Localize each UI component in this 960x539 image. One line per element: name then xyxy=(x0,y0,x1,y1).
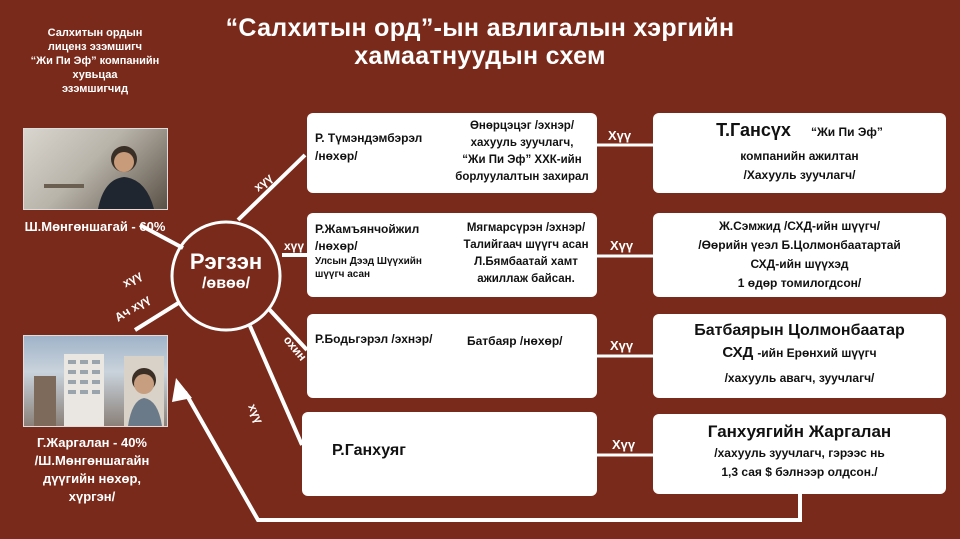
right-line: /Хахууль зуучлагч/ xyxy=(653,166,946,185)
center-name: Рэгзэн xyxy=(172,250,280,274)
intro-note-line: эзэмшигчид xyxy=(20,82,170,96)
row2-right-box: Ж.Сэмжид /СХД-ийн шүүгч/ /Өөрийн үеэл Б.… xyxy=(653,213,946,297)
spouse-line: хахууль зуучлагч, xyxy=(452,135,592,152)
spouse-line: Өнөрцэцэг /эхнэр/ xyxy=(452,118,592,135)
row4-family-box: Р.Ганхуяг xyxy=(302,412,597,496)
link-label-row3-right: Хүү xyxy=(610,338,634,353)
building-icon xyxy=(24,336,167,426)
link-label-sh2: Ач хүү xyxy=(112,292,153,325)
intro-note-line: Салхитын ордын xyxy=(20,26,170,40)
shareholder2-label: Г.Жаргалан - 40% /Ш.Мөнгөншагайн дүүгийн… xyxy=(12,434,172,506)
right-line: Т.Гансүх xyxy=(716,120,791,140)
row4-left-person: Р.Ганхуяг xyxy=(332,442,406,460)
person-line: /нөхөр/ xyxy=(315,147,422,165)
person-line: Р.Жамъянчойжил xyxy=(315,221,422,238)
spouse-line: Мягмарсүрэн /эхнэр/ xyxy=(457,220,595,237)
row4-right-box: Ганхуягийн Жаргалан /хахууль зуучлагч, г… xyxy=(653,414,946,494)
spouse-line: Л.Бямбаатай хамт xyxy=(457,254,595,271)
right-line-group: СХД -ийн Ерөнхий шүүгч xyxy=(653,342,946,368)
link-label-row1: хүү xyxy=(251,170,276,194)
shareholder2-photo xyxy=(23,335,168,427)
shareholder1-photo xyxy=(23,128,168,210)
link-label-row4: хүү xyxy=(245,402,266,426)
right-line: 1 өдөр томилогдсон/ xyxy=(653,274,946,293)
right-line: /хахууль авагч, зуучлагч/ xyxy=(653,368,946,388)
right-line: “Жи Пи Эф” xyxy=(811,125,883,139)
row3-family-box: Р.Бодьгэрэл /эхнэр/ Батбаяр /нөхөр/ xyxy=(307,314,597,398)
row3-right-text: Батбаярын Цолмонбаатар СХД -ийн Ерөнхий … xyxy=(653,320,946,388)
row1-right-header: Т.Гансүх “Жи Пи Эф” xyxy=(653,119,946,147)
shareholder1-label: Ш.Мөнгөншагай - 60% xyxy=(10,218,180,236)
return-arrow-head xyxy=(172,378,192,402)
row2-left-person: Р.Жамъянчойжил /нөхөр/ Улсын Дээд Шүүхий… xyxy=(315,221,422,281)
link-label-row2: хүү xyxy=(284,239,304,253)
right-line: /хахууль зуучлагч, гэрээс нь xyxy=(653,444,946,463)
right-line: 1,3 сая $ бэлнээр олдсон./ xyxy=(653,463,946,482)
link-label-row4-right: Хүү xyxy=(612,437,636,452)
center-role: /өвөө/ xyxy=(172,274,280,294)
link-label-row3: охин xyxy=(281,333,310,364)
row1-right-box: Т.Гансүх “Жи Пи Эф” компанийн ажилтан /Х… xyxy=(653,113,946,193)
intro-note-line: хувьцаа xyxy=(20,68,170,82)
intro-note-line: лиценз эзэмшигч xyxy=(20,40,170,54)
person-line: Р. Түмэндэмбэрэл xyxy=(315,129,422,147)
right-line: СХД-ийн шүүхэд xyxy=(653,255,946,274)
link-label-row1-right: Хүү xyxy=(608,128,632,143)
row2-spouse: Мягмарсүрэн /эхнэр/ Талийгаач шүүгч асан… xyxy=(457,220,595,288)
intro-note: Салхитын ордын лиценз эзэмшигч “Жи Пи Эф… xyxy=(20,26,170,96)
link-label-row2-right: Хүү xyxy=(610,238,634,253)
right-line: -ийн Ерөнхий шүүгч xyxy=(757,346,876,360)
row2-right-text: Ж.Сэмжид /СХД-ийн шүүгч/ /Өөрийн үеэл Б.… xyxy=(653,217,946,293)
spouse-line: Талийгаач шүүгч асан xyxy=(457,237,595,254)
person-line: /нөхөр/ xyxy=(315,238,422,255)
row1-left-person: Р. Түмэндэмбэрэл /нөхөр/ xyxy=(315,129,422,165)
right-line: /Өөрийн үеэл Б.Цолмонбаатартай xyxy=(653,236,946,255)
row4-right-text: Ганхуягийн Жаргалан /хахууль зуучлагч, г… xyxy=(653,420,946,482)
center-node: Рэгзэн /өвөө/ xyxy=(172,250,280,294)
shareholder2-line: /Ш.Мөнгөншагайн xyxy=(12,452,172,470)
line-center-row1 xyxy=(238,155,305,220)
row3-spouse: Батбаяр /нөхөр/ xyxy=(467,334,563,348)
row1-family-box: Р. Түмэндэмбэрэл /нөхөр/ Өнөрцэцэг /эхнэ… xyxy=(307,113,597,193)
shareholder2-line: хүргэн/ xyxy=(12,488,172,506)
right-line: компанийн ажилтан xyxy=(653,147,946,166)
spouse-line: “Жи Пи Эф” ХХК-ийн xyxy=(452,152,592,169)
person-line: Улсын Дээд Шүүхийн xyxy=(315,255,422,268)
right-line: Ж.Сэмжид /СХД-ийн шүүгч/ xyxy=(653,217,946,236)
row2-family-box: Р.Жамъянчойжил /нөхөр/ Улсын Дээд Шүүхий… xyxy=(307,213,597,297)
person-line: шүүгч асан xyxy=(315,268,422,281)
right-line: Батбаярын Цолмонбаатар xyxy=(653,320,946,342)
person-icon xyxy=(24,129,167,209)
row3-right-box: Батбаярын Цолмонбаатар СХД -ийн Ерөнхий … xyxy=(653,314,946,398)
intro-note-line: “Жи Пи Эф” компанийн xyxy=(20,54,170,68)
spouse-line: ажиллаж байсан. xyxy=(457,271,595,288)
right-line: СХД xyxy=(722,344,753,361)
row1-right-text: Т.Гансүх “Жи Пи Эф” компанийн ажилтан /Х… xyxy=(653,119,946,185)
row3-left-person: Р.Бодьгэрэл /эхнэр/ xyxy=(315,332,432,346)
row1-spouse: Өнөрцэцэг /эхнэр/ хахууль зуучлагч, “Жи … xyxy=(452,118,592,186)
shareholder2-line: дүүгийн нөхөр, xyxy=(12,470,172,488)
right-line: Ганхуягийн Жаргалан xyxy=(653,420,946,444)
shareholder2-line: Г.Жаргалан - 40% xyxy=(12,434,172,452)
spouse-line: борлуулалтын захирал xyxy=(452,169,592,186)
